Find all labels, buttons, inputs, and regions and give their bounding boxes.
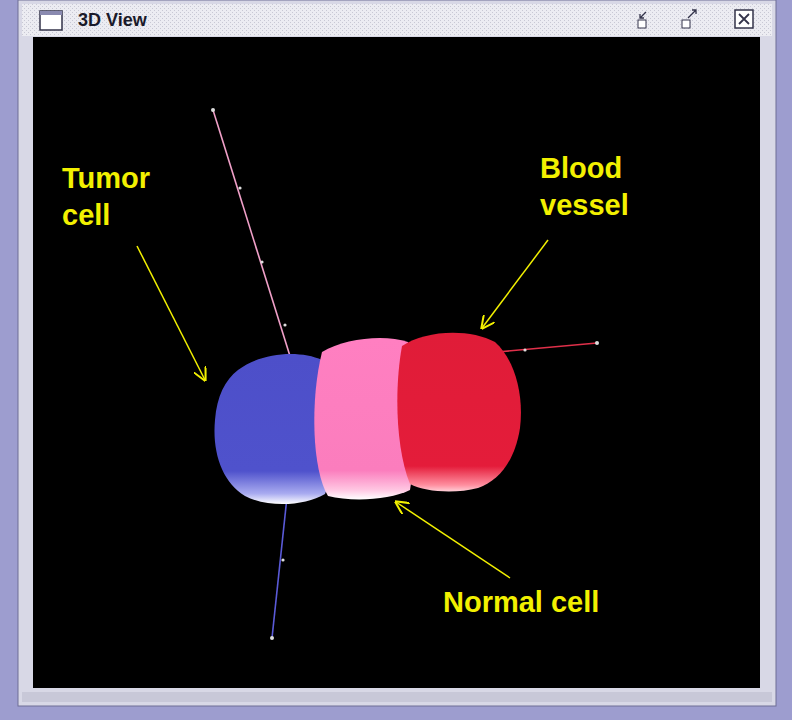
- window-title: 3D View: [78, 9, 147, 31]
- render-canvas: [33, 37, 760, 688]
- leader-arrows: [137, 240, 548, 578]
- status-strip: [22, 692, 772, 702]
- window-frame: [18, 0, 776, 706]
- window-icon: [40, 11, 62, 30]
- callout-label: Tumor cell: [62, 160, 180, 234]
- minimize-button: [638, 12, 646, 28]
- maximize-button: [682, 10, 696, 28]
- axis-lines: [211, 108, 599, 640]
- title-bar: [22, 4, 772, 36]
- callout-label: Normal cell: [443, 584, 599, 621]
- close-button: [735, 10, 753, 28]
- blood-vessel-shape: [397, 333, 521, 492]
- callout-label: Blood vessel: [540, 150, 658, 224]
